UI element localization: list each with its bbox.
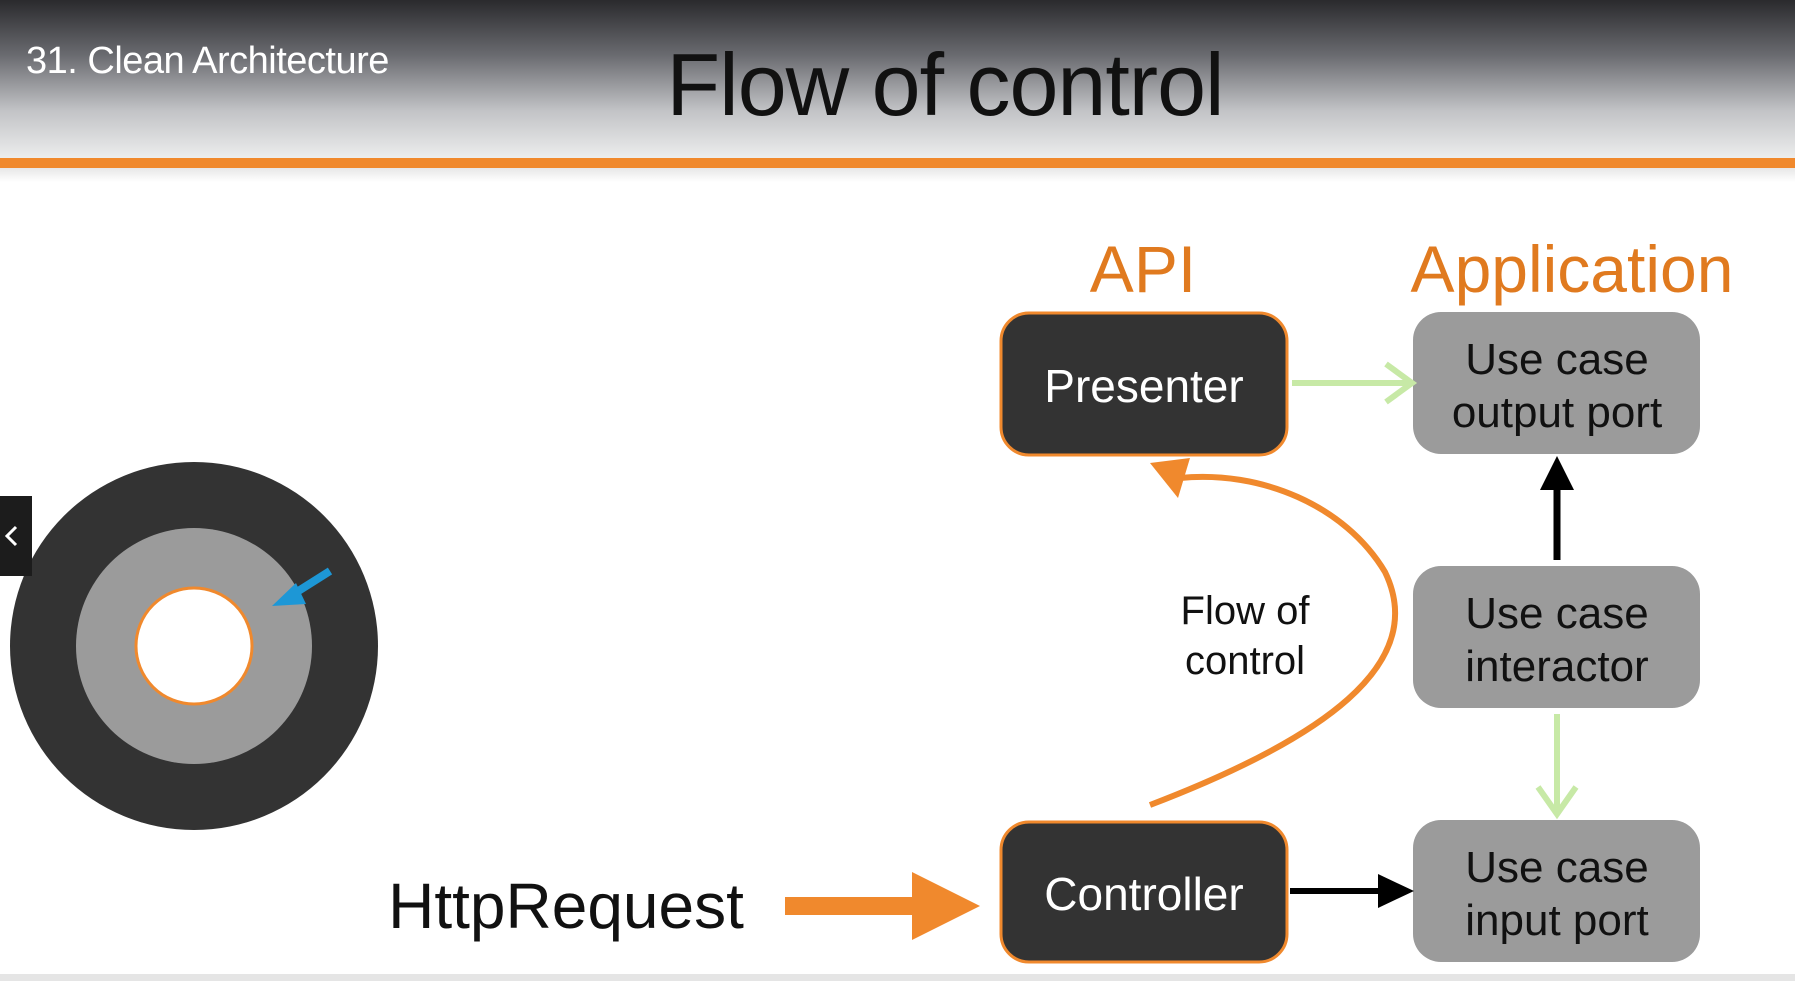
controller-to-input-arrow <box>1290 874 1414 908</box>
controller-node: Controller <box>999 820 1289 964</box>
inner-core <box>134 586 254 706</box>
chevron-left-icon <box>4 525 18 547</box>
group-label-application: Application <box>1411 232 1734 306</box>
input-port-node: Use case input port <box>1413 820 1700 962</box>
presenter-node: Presenter <box>999 311 1289 457</box>
slide-header <box>0 0 1795 158</box>
flow-of-control-curve <box>1148 458 1399 808</box>
flow-label-line2: control <box>1185 639 1305 683</box>
header-shadow <box>0 168 1795 182</box>
interactor-to-input-arrow <box>1535 714 1579 820</box>
presenter-to-output-arrow <box>1292 361 1418 405</box>
previous-slide-button[interactable] <box>0 496 32 576</box>
http-to-controller-arrow <box>785 872 980 940</box>
output-port-node: Use case output port <box>1413 312 1700 454</box>
presenter-label: Presenter <box>1044 360 1243 412</box>
http-request-label: HttpRequest <box>388 870 744 942</box>
bottom-strip <box>0 974 1795 981</box>
group-label-api: API <box>1090 232 1196 306</box>
slide-title: Flow of control <box>666 35 1224 134</box>
interactor-label-line1: Use case <box>1465 589 1648 638</box>
output-port-label-line1: Use case <box>1465 335 1648 384</box>
input-port-label-line2: input port <box>1465 896 1648 945</box>
output-port-label-line2: output port <box>1452 388 1662 437</box>
interactor-to-output-arrow <box>1540 456 1574 560</box>
blue-pointer-arrow-icon <box>272 567 333 606</box>
input-port-label-line1: Use case <box>1465 843 1648 892</box>
controller-label: Controller <box>1044 868 1243 920</box>
interactor-label-line2: interactor <box>1465 642 1648 691</box>
course-title: 31. Clean Architecture <box>26 40 389 82</box>
interactor-node: Use case interactor <box>1413 566 1700 708</box>
flow-label-line1: Flow of <box>1181 589 1311 633</box>
architecture-rings <box>10 462 378 830</box>
header-accent-bar <box>0 158 1795 168</box>
